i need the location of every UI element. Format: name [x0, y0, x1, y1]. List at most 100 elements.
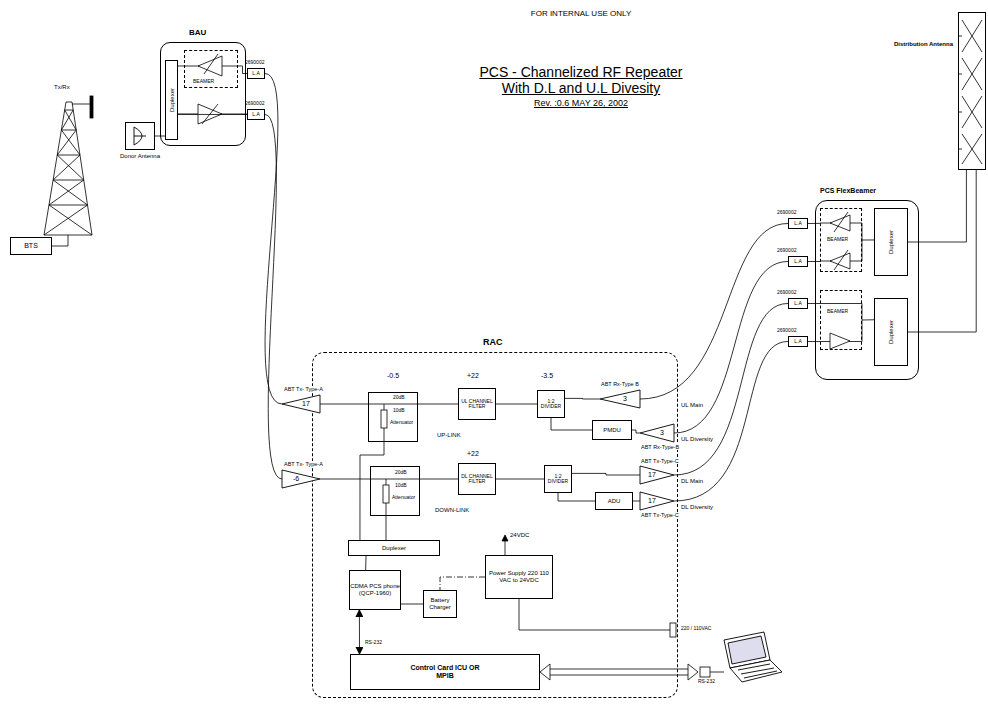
diagram-block: Duplexer [874, 298, 908, 366]
diagram-block: 20dB10dBAttenuator [370, 466, 420, 516]
label-text: ABT Tx- Type-A [283, 461, 324, 467]
node-text: Duplexer [888, 230, 895, 254]
connector [265, 73, 282, 404]
node-text: 2690002 [777, 290, 796, 296]
connector [359, 610, 360, 654]
diagram-block: ADU [595, 492, 633, 510]
amplifier-triangle [600, 390, 640, 408]
connector [551, 418, 592, 430]
tower [44, 96, 93, 246]
laptop [724, 632, 782, 682]
amplifier-triangle [282, 470, 320, 488]
diagram-block: Power Supply 220 110 VAC to 24VDC [485, 555, 553, 599]
node-text: 2690002 [777, 248, 796, 254]
label-text: ABT Tx- Type-A [283, 386, 324, 392]
node-text: Donor Antenna [118, 153, 162, 160]
diagram-block: 3 [640, 424, 674, 442]
connector [674, 303, 788, 475]
node-text: 2690002 [777, 210, 796, 216]
text-stack: UL CHANNEL FILTER [459, 389, 495, 419]
node-text: Duplexer [888, 320, 895, 344]
text-stack: L.A [248, 69, 264, 78]
amplifier-symbol [282, 470, 320, 488]
text-stack: L.A [789, 337, 807, 346]
text-stack: L.A [789, 299, 807, 308]
connector [674, 261, 788, 433]
label-text: ABT Rx-Type-B [640, 444, 680, 450]
node-text: RAC [483, 338, 503, 348]
connector [808, 341, 820, 342]
label-text: RS-232 [364, 640, 383, 646]
text-stack: Duplexer [349, 541, 439, 555]
bau-amplifiers [178, 54, 247, 124]
connector [632, 430, 640, 433]
diagram-block: Donor Antenna [125, 122, 155, 150]
label-text: DOWN-LINK [434, 507, 470, 514]
amplifier-symbol [640, 492, 674, 510]
label-text: 220 / 110VAC [680, 626, 712, 632]
node-text: 10dB [395, 483, 407, 489]
node-text: 17 [302, 400, 310, 408]
text-stack: Battery Charger [424, 591, 456, 617]
connector [862, 319, 874, 320]
diagram-block: 1:2 DIVIDER [537, 390, 565, 418]
diagram-block: 17 [640, 492, 674, 510]
diagram-block: Duplexer [165, 60, 178, 140]
node-text: Power Supply 220 110 VAC to 24VDC [486, 570, 552, 583]
text-stack: 1:2 DIVIDER [545, 466, 571, 492]
node-text: Battery Charger [424, 597, 456, 610]
diagram-block: 2690002L.A [247, 109, 265, 120]
connector [420, 479, 458, 480]
diagram-block: Battery Charger [423, 590, 457, 618]
label-text: +22 [466, 450, 480, 458]
text-stack: BTS [11, 238, 51, 254]
label-text: DL Diversity [680, 504, 714, 511]
node-text: 1:2 DIVIDER [545, 474, 571, 485]
text-stack: 17 [640, 466, 674, 484]
node-text: CDMA PCS phone (QCP-1960) [350, 583, 400, 596]
connector [385, 516, 386, 540]
node-text: 20dB [393, 395, 405, 401]
text-stack: 1:2 DIVIDER [538, 391, 564, 417]
connector [808, 223, 820, 224]
node-text: 2690002 [777, 328, 796, 334]
node-text: Control Card ICU OR MPIB [405, 664, 485, 679]
diagram-block: 2690002L.A [788, 256, 808, 267]
diagram-block: RAC1720dB10dBAttenuatorUL CHANNEL FILTER… [312, 352, 678, 698]
node-text: L.A [252, 71, 260, 77]
connector [558, 493, 595, 501]
connector [640, 223, 788, 399]
text-stack: 3 [600, 390, 640, 408]
node-text: 17 [648, 471, 656, 479]
diagram-block: BEAMER [184, 50, 238, 88]
donor-dish [134, 127, 146, 145]
node-text: Attenuator [392, 495, 415, 501]
connector [178, 114, 247, 115]
diagram-block: 2690002L.A [247, 68, 265, 79]
diagram-block: 1:2 DIVIDER [544, 465, 572, 493]
amplifier-triangle [640, 492, 674, 510]
diagram-block: UL CHANNEL FILTER [458, 388, 496, 420]
text-stack: Control Card ICU OR MPIB [351, 655, 539, 689]
diagram-block: 20dB10dBAttenuator [368, 392, 418, 442]
node-text: Attenuator [390, 420, 413, 426]
connector [565, 398, 600, 400]
diagram-block: 2690002L.A [788, 336, 808, 347]
node-text: -6 [293, 475, 299, 483]
node-text: Distribution Antenna [867, 41, 953, 48]
connector [808, 261, 820, 262]
connector [862, 239, 874, 240]
text-stack: 3 [640, 424, 674, 442]
node-text: Duplexer [168, 88, 175, 112]
label-text: UL Diversity [680, 436, 714, 443]
connector [908, 170, 966, 242]
node-text: 17 [648, 497, 656, 505]
node-text: L.A [794, 221, 802, 227]
diagram-block: PMDU [592, 420, 632, 440]
label-text: -0.5 [386, 372, 400, 380]
diagram-title: PCS - Channelized RF Repeater With D.L a… [470, 64, 692, 96]
connector [440, 577, 485, 590]
diagram-block: PCS FlexBeamerBEAMERDuplexerBEAMERDuplex… [815, 200, 919, 380]
diagram-block: 17 [640, 466, 674, 484]
rs232-link [540, 664, 724, 680]
